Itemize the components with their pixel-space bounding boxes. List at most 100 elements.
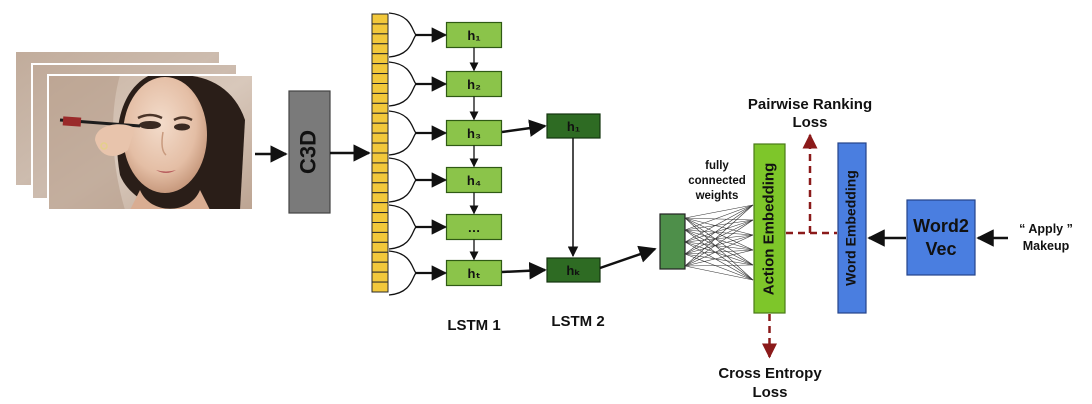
fc-connection — [684, 241, 754, 251]
arrow-lstm1-to-lstm2-last — [501, 261, 547, 280]
fc-label-line-1: fully — [705, 160, 729, 172]
fc-connection — [684, 234, 754, 255]
lstm2-cell — [546, 257, 601, 283]
fc-connection — [684, 219, 754, 267]
action-embedding: Action Embedding — [753, 143, 786, 314]
lstm1-cell-label: h₄ — [467, 173, 481, 188]
arrow-lstm1-to-lstm2-first — [501, 119, 547, 137]
fc-connection — [684, 217, 754, 251]
feature-cell — [371, 92, 389, 104]
c3d-label: C3D — [295, 130, 320, 174]
fc-connection — [684, 217, 754, 221]
action-embedding-label: Action Embedding — [760, 163, 777, 296]
input-video-frames — [14, 50, 254, 211]
fc-connection — [684, 265, 754, 281]
fc-connection — [684, 204, 754, 219]
fc-label-line-2: connected — [688, 175, 746, 187]
feature-cell — [371, 172, 389, 184]
lstm1-cell-label: h₂ — [467, 77, 481, 92]
fc-connection — [684, 234, 754, 267]
lstm1-stack: h₁ h₂ h₃ h₄ … hₜ — [415, 21, 503, 287]
word-embedding-label: Word Embedding — [843, 170, 859, 286]
feature-cell — [371, 142, 389, 154]
loss-connections — [762, 133, 837, 359]
fc-label-line-3: weights — [695, 190, 739, 202]
feature-cell — [371, 182, 389, 194]
lstm1-label: LSTM 1 — [447, 317, 500, 334]
feature-cell — [371, 241, 389, 253]
c3d-block: C3D — [288, 90, 331, 214]
feature-cell — [371, 102, 389, 114]
fc-connection — [684, 249, 754, 267]
feature-cell — [371, 231, 389, 243]
lstm1-cell — [445, 21, 503, 49]
feature-cell — [371, 63, 389, 75]
fc-connection — [684, 219, 754, 255]
feature-cell — [371, 222, 389, 233]
lstm1-cell — [445, 259, 503, 287]
video-frame-front — [47, 74, 254, 211]
feature-cell — [371, 251, 389, 263]
lstm1-cell-label: h₁ — [467, 28, 480, 43]
lstm1-cell-label: … — [468, 220, 481, 235]
lstm1-cell-label: hₜ — [468, 266, 481, 281]
feature-cell — [371, 271, 389, 283]
word2vec-label-line-2: Vec — [925, 239, 956, 259]
feature-cell — [371, 53, 389, 65]
feature-cell — [371, 192, 389, 204]
feature-bracket — [388, 157, 417, 203]
pairwise-loss-line-1: Pairwise Ranking — [748, 96, 872, 113]
feature-cell — [371, 202, 389, 214]
arrow-lstm2-to-fc — [599, 245, 657, 270]
lstm2-cell-label: hₖ — [566, 263, 580, 278]
feature-cell — [371, 212, 389, 224]
feature-cell — [371, 83, 389, 94]
makeup-photo — [48, 75, 245, 210]
feature-column — [371, 13, 389, 293]
fc-connection — [684, 204, 754, 243]
feature-bracket — [388, 61, 417, 107]
feature-cell — [371, 261, 389, 273]
feature-bracket — [388, 204, 417, 250]
fc-connection — [684, 204, 754, 255]
cross-entropy-loss-line-1: Cross Entropy — [718, 365, 822, 382]
fc-connection — [684, 219, 754, 231]
fc-connections — [684, 204, 754, 281]
feature-cell — [371, 33, 389, 45]
feature-brackets — [388, 12, 417, 296]
fc-connection — [684, 204, 754, 231]
lstm1-cell — [445, 70, 503, 98]
fc-connection — [684, 229, 754, 251]
fc-connection — [684, 217, 754, 236]
feature-cell — [371, 13, 389, 25]
feature-cell — [371, 112, 389, 124]
feature-bracket — [388, 250, 417, 296]
word-embedding: Word Embedding — [837, 142, 867, 314]
fc-connection — [684, 234, 754, 243]
fc-connection — [684, 229, 754, 236]
fc-connection — [684, 229, 754, 281]
feature-bracket — [388, 110, 417, 156]
feature-cell — [371, 281, 389, 293]
input-phrase-line-1: “ Apply ” — [1019, 222, 1073, 236]
cross-entropy-loss-line-2: Loss — [752, 384, 787, 401]
word2vec-label-line-1: Word2 — [913, 216, 969, 236]
pairwise-loss-line-2: Loss — [792, 114, 827, 131]
lstm1-cell — [445, 166, 503, 194]
word2vec-block: Word2 Vec — [906, 199, 976, 276]
feature-cell — [371, 122, 389, 134]
fc-connection — [684, 249, 754, 255]
lstm2-label: LSTM 2 — [551, 313, 604, 330]
input-phrase-line-2: Makeup — [1023, 239, 1070, 253]
fc-connection — [684, 204, 754, 267]
feature-cell — [371, 132, 389, 144]
lstm1-cell-label: h₃ — [467, 126, 481, 141]
lstm1-cell — [445, 119, 503, 147]
feature-cell — [371, 162, 389, 174]
feature-cell — [371, 73, 389, 84]
fc-connection — [684, 219, 754, 243]
fully-connected-layer: fully connected weights — [659, 160, 754, 281]
